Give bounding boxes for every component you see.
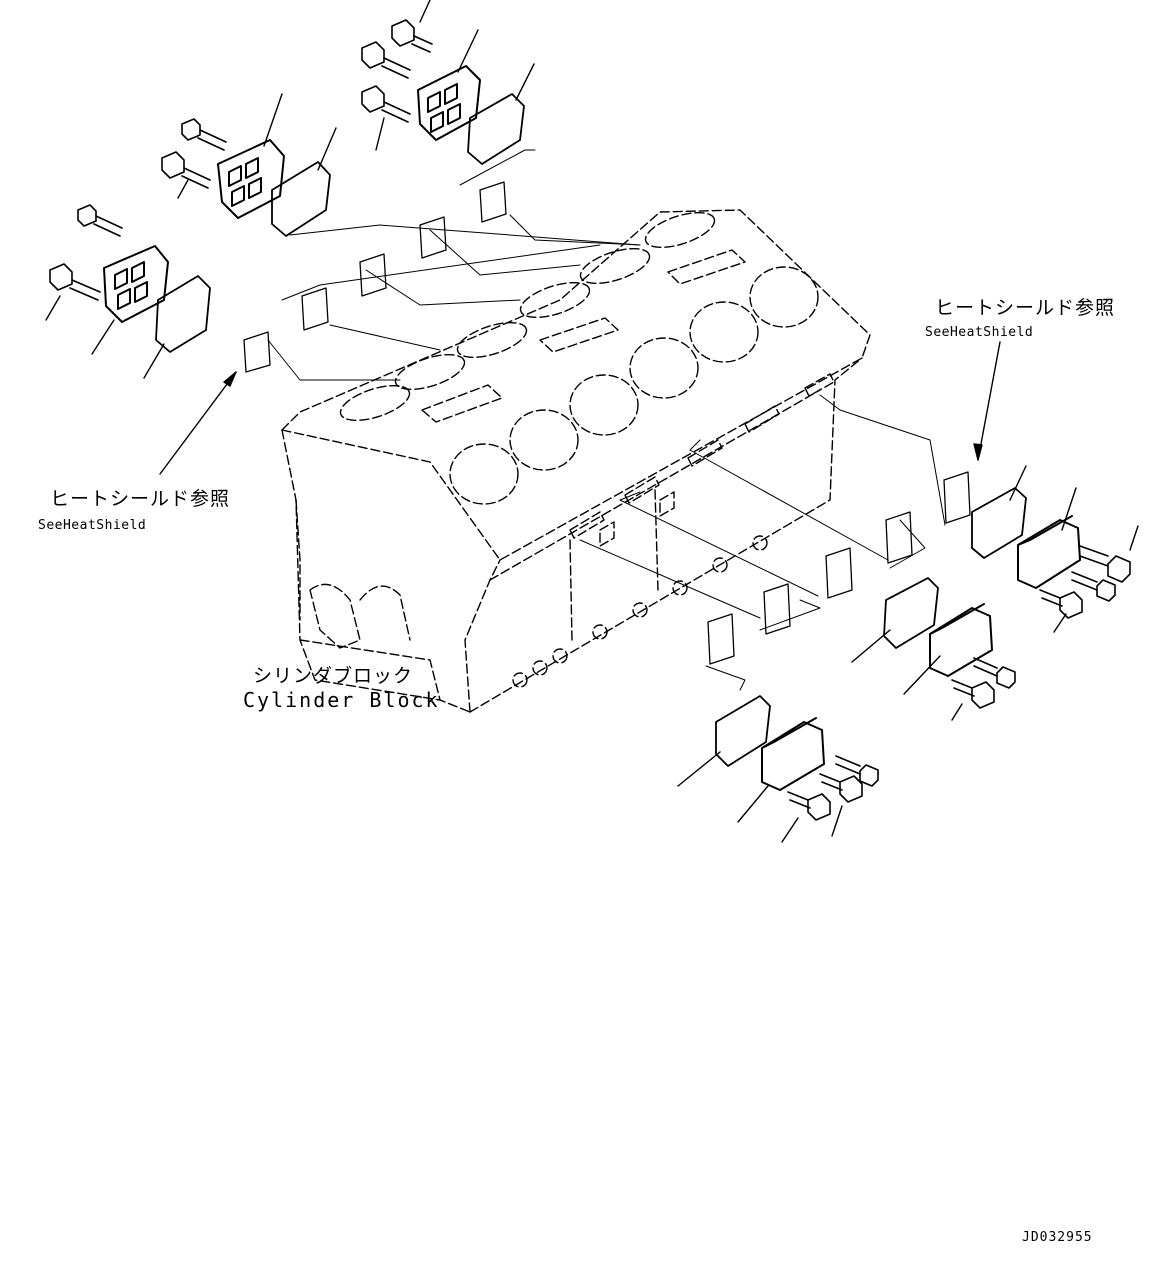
reference-arrows: [159, 341, 1001, 475]
heat-shield-label-right-jp: ヒートシールド参照: [935, 297, 1116, 319]
callout-lines: [45, 0, 1139, 843]
drawing-code: JD032955: [1022, 1230, 1093, 1245]
covers: [103, 65, 1081, 791]
heat-shield-label-right-en: SeeHeatShield: [925, 325, 1034, 340]
bolts: [49, 19, 1131, 821]
cylinder-block-label-en: Cylinder Block: [243, 688, 440, 712]
heat-shield-brackets: [243, 181, 971, 665]
leader-lines: [267, 149, 946, 691]
cylinder-block-label-jp: シリンダブロック: [253, 665, 414, 687]
heat-shield-label-left-en: SeeHeatShield: [38, 518, 147, 533]
gaskets: [155, 93, 1027, 767]
cylinder-block: [281, 209, 871, 713]
heat-shield-label-left-jp: ヒートシールド参照: [50, 488, 231, 510]
